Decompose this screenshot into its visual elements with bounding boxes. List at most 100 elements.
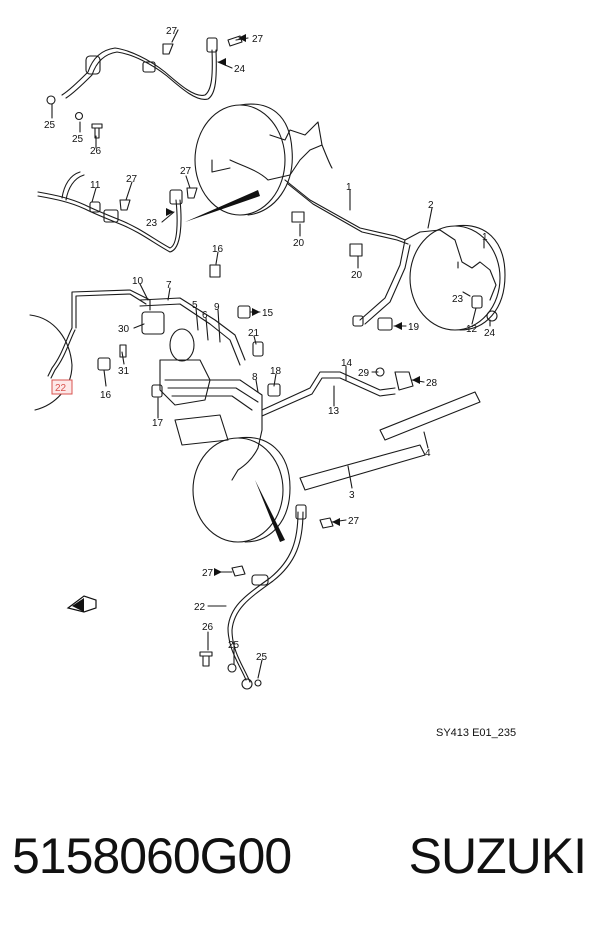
crossover-pipe (359, 239, 406, 321)
pipe-1 (284, 179, 406, 241)
callout: 25 (44, 120, 56, 131)
hose-fitting (295, 504, 307, 520)
callout: 27 (180, 166, 192, 177)
drum-lower-rim (237, 436, 291, 543)
bracket-20b (349, 243, 363, 257)
drum-upper-rim (239, 103, 293, 216)
callout: 12 (466, 324, 478, 335)
callout: 11 (90, 180, 101, 191)
callout: 26 (202, 622, 214, 633)
hose-22a (47, 327, 73, 377)
pipe-13 (261, 371, 396, 411)
drum-lower (192, 437, 284, 543)
pipe-fitting (89, 201, 101, 213)
right-pipe (404, 229, 497, 301)
callout: 21 (248, 328, 260, 339)
washer (254, 679, 262, 687)
callout: 8 (252, 372, 258, 383)
callout: 27 (126, 174, 138, 185)
callout: 14 (341, 358, 353, 369)
brake-line-diagram: 27 27 24 25 25 26 11 27 27 23 1 2 20 20 … (29, 26, 517, 739)
pipe-10 (71, 289, 151, 329)
connector-17 (151, 384, 163, 398)
bracket-12 (471, 295, 483, 309)
hose-ferrule (142, 61, 156, 73)
abs-pipes-2 (167, 387, 259, 403)
callout: 4 (425, 448, 431, 459)
highlight-box (51, 379, 73, 395)
callout: 20 (293, 238, 305, 249)
callout-highlighted: 22 (55, 383, 67, 394)
callout: 9 (214, 302, 220, 313)
callout: 23 (146, 218, 158, 229)
clamp-16a (209, 264, 221, 278)
pointer-wedge (185, 190, 260, 222)
bolt-31 (119, 344, 127, 358)
callout: 24 (234, 64, 246, 75)
drum-left-partial (29, 314, 73, 411)
bolt (91, 123, 103, 139)
callout: 19 (408, 322, 420, 333)
bracket-3 (299, 444, 426, 491)
callout: 1 (482, 232, 488, 243)
hose-22b-outline (231, 511, 304, 683)
part-number: 5158060G00 (12, 828, 292, 884)
callout: 13 (328, 406, 340, 417)
drum-lower-pipe (231, 447, 259, 481)
callout: 15 (262, 308, 274, 319)
callout: 7 (166, 280, 172, 291)
bracket-28 (394, 371, 414, 391)
callout: 31 (118, 366, 130, 377)
callout: 10 (132, 276, 144, 287)
hose-eye (241, 678, 253, 690)
pipe-11 (61, 171, 81, 199)
brand-name: SUZUKI (408, 828, 587, 884)
connector-21 (252, 341, 264, 357)
pipe-fitting (169, 189, 183, 205)
crossover-pipe-outline (364, 244, 411, 325)
bracket-19 (377, 317, 393, 331)
washer (227, 663, 237, 673)
callout: 24 (484, 328, 496, 339)
pipe-11-outline (65, 174, 85, 201)
pointer-wedge (255, 480, 285, 542)
pipe-7-outline (139, 303, 241, 366)
callout: 27 (166, 26, 178, 37)
clip-27 (231, 565, 246, 577)
callout: 25 (72, 134, 84, 145)
callout: 16 (100, 390, 112, 401)
hose-fitting-top (206, 37, 218, 53)
drum-pipe-2 (269, 121, 323, 146)
clip (186, 187, 198, 199)
drum-pipe-3 (211, 159, 231, 173)
callout: 25 (256, 652, 268, 663)
callout: 1 (346, 182, 352, 193)
callout: 3 (349, 490, 355, 501)
pipe-fitting (103, 209, 119, 223)
pipe-13-outline (261, 377, 396, 417)
clip-27 (319, 517, 334, 529)
hose-collar (251, 574, 269, 586)
reservoir (169, 328, 195, 362)
abs-pipes-3 (171, 395, 253, 411)
pipe-7 (139, 297, 246, 361)
hose-coupler (85, 55, 101, 75)
callout: 17 (152, 418, 164, 429)
forward-arrow-icon (66, 595, 97, 613)
callout: 27 (252, 34, 264, 45)
bolt-26 (199, 651, 213, 667)
callout: 18 (270, 366, 282, 377)
abs-hydraulic-unit (174, 414, 229, 446)
clip-15 (237, 305, 251, 319)
hose-22a-outline (50, 329, 76, 379)
callout: 26 (90, 146, 102, 157)
bracket-4 (379, 391, 481, 441)
clamp-16b (97, 357, 111, 371)
callout: 5 (192, 300, 198, 311)
callout: 30 (118, 324, 130, 335)
proportioning-valve (141, 311, 165, 335)
drum-right-rim (454, 224, 506, 331)
abs-unit (159, 359, 211, 406)
callout: 16 (212, 244, 224, 255)
diagram-svg: 27 27 24 25 25 26 11 27 27 23 1 2 20 20 … (29, 26, 516, 739)
